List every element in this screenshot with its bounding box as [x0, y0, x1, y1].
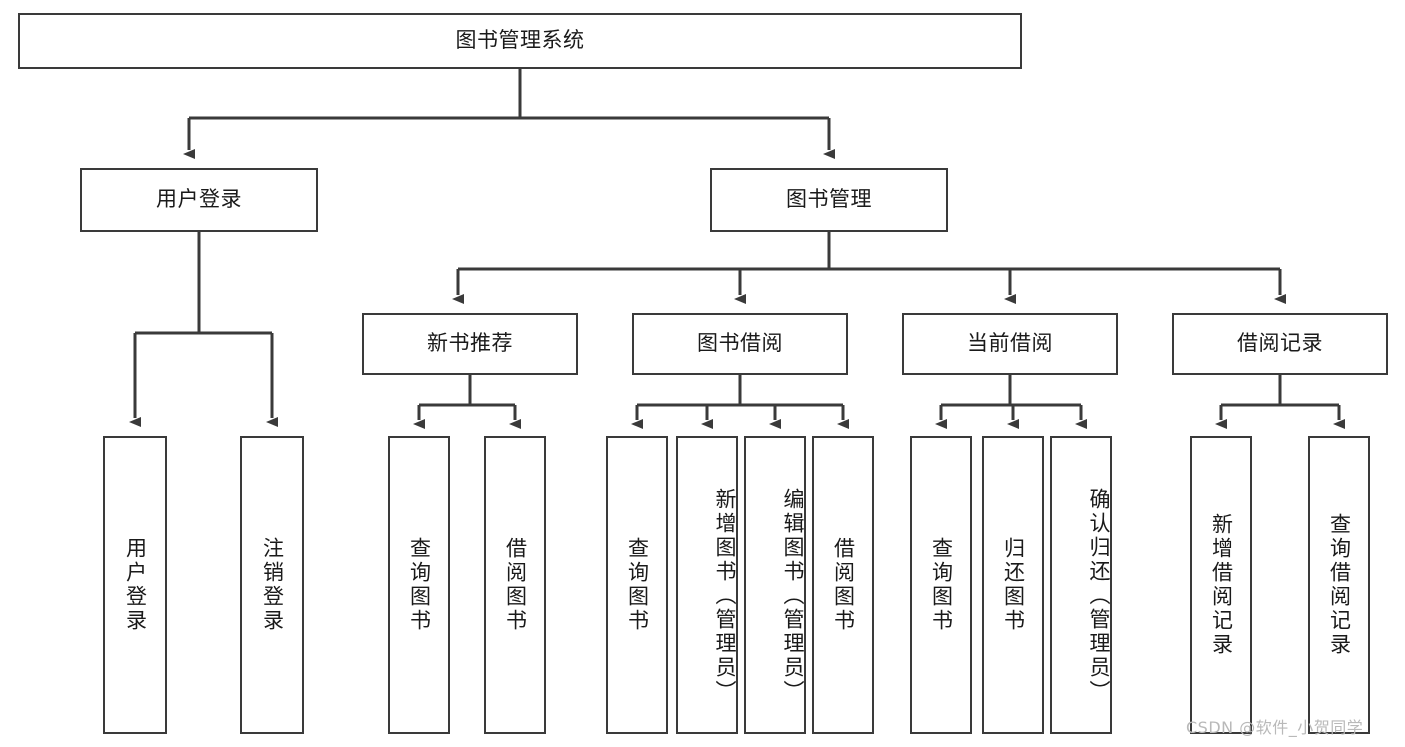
node-leaf-edit-book[interactable]: 编辑图书（管理员） — [744, 436, 806, 734]
node-leaf-borrow-book-1[interactable]: 借阅图书 — [484, 436, 546, 734]
node-user-login[interactable]: 用户登录 — [80, 168, 318, 232]
node-book-manage[interactable]: 图书管理 — [710, 168, 948, 232]
node-leaf-query-book-2[interactable]: 查询图书 — [606, 436, 668, 734]
node-leaf-user-login[interactable]: 用户登录 — [103, 436, 167, 734]
node-leaf-add-book[interactable]: 新增图书（管理员） — [676, 436, 738, 734]
node-leaf-return-book[interactable]: 归还图书 — [982, 436, 1044, 734]
node-new-book-recommend[interactable]: 新书推荐 — [362, 313, 578, 375]
node-leaf-add-record[interactable]: 新增借阅记录 — [1190, 436, 1252, 734]
node-leaf-query-book-1[interactable]: 查询图书 — [388, 436, 450, 734]
node-leaf-query-record[interactable]: 查询借阅记录 — [1308, 436, 1370, 734]
node-current-borrow[interactable]: 当前借阅 — [902, 313, 1118, 375]
node-leaf-query-book-3[interactable]: 查询图书 — [910, 436, 972, 734]
node-root-system[interactable]: 图书管理系统 — [18, 13, 1022, 69]
node-borrow-record[interactable]: 借阅记录 — [1172, 313, 1388, 375]
node-book-borrow[interactable]: 图书借阅 — [632, 313, 848, 375]
node-leaf-borrow-book-2[interactable]: 借阅图书 — [812, 436, 874, 734]
node-leaf-user-logout[interactable]: 注销登录 — [240, 436, 304, 734]
node-leaf-confirm-return[interactable]: 确认归还（管理员） — [1050, 436, 1112, 734]
